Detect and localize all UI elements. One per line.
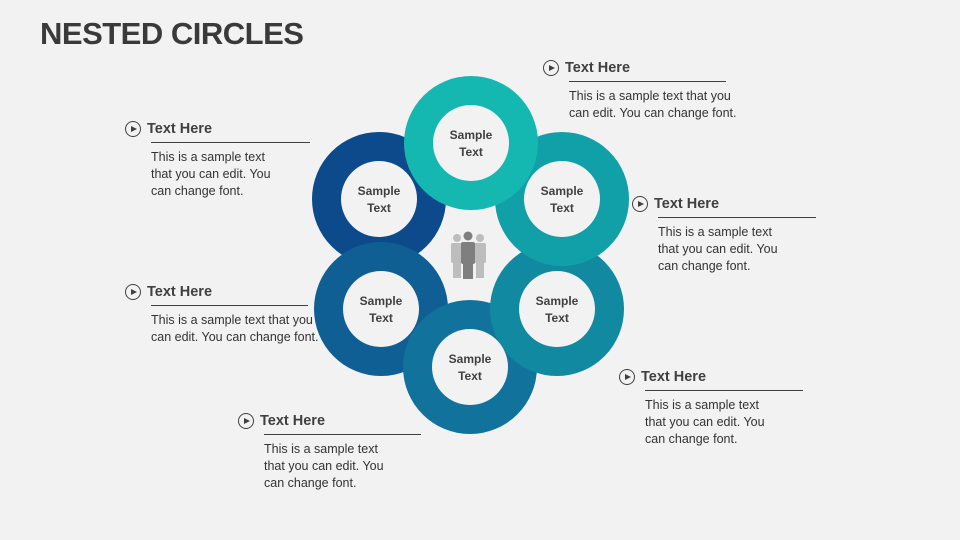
description-line: that you can edit. You — [151, 167, 271, 181]
play-circle-icon — [619, 369, 635, 385]
play-circle-icon — [238, 413, 254, 429]
inner-circle — [519, 271, 595, 347]
description-line: can change font. — [645, 432, 738, 446]
circle-text: Sample — [360, 294, 403, 308]
callout-heading: Text Here — [654, 196, 720, 212]
callout-heading-row: Text Here — [619, 367, 803, 387]
description-line: This is a sample text that you — [569, 89, 731, 103]
callout-heading: Text Here — [260, 413, 326, 429]
play-circle-icon — [125, 284, 141, 300]
callout-heading: Text Here — [565, 60, 631, 76]
slide-title: NESTED CIRCLES — [40, 16, 304, 51]
callout-description: This is a sample text that you can edit. … — [151, 312, 319, 346]
callout-heading-row: Text Here — [238, 411, 421, 431]
callout-description: This is a sample text that you can edit. … — [645, 397, 803, 448]
circle-text: Sample — [450, 128, 493, 142]
inner-circle — [433, 105, 509, 181]
callout-description: This is a sample text that you can edit. … — [569, 88, 737, 122]
divider — [151, 142, 310, 143]
description-line: This is a sample text — [264, 442, 378, 456]
description-line: that you can edit. You — [645, 415, 765, 429]
inner-circle — [343, 271, 419, 347]
description-line: can edit. You can change font. — [569, 106, 737, 120]
divider — [569, 81, 726, 82]
circle-text: Sample — [536, 294, 579, 308]
callout-heading: Text Here — [641, 369, 707, 385]
inner-circle — [341, 161, 417, 237]
description-line: that you can edit. You — [658, 242, 778, 256]
play-circle-icon — [543, 60, 559, 76]
callout-heading-row: Text Here — [543, 58, 726, 78]
circle-text: Text — [369, 311, 393, 325]
description-line: that you can edit. You — [264, 459, 384, 473]
people-group-icon — [451, 231, 486, 279]
circle-text: Text — [550, 201, 574, 215]
divider — [645, 390, 803, 391]
description-line: This is a sample text — [151, 150, 265, 164]
callout-description: This is a sample text that you can edit. … — [264, 441, 421, 492]
divider — [151, 305, 308, 306]
callout-heading: Text Here — [147, 121, 213, 137]
description-line: This is a sample text that you — [151, 313, 313, 327]
callout-heading-row: Text Here — [125, 282, 308, 302]
callout-heading: Text Here — [147, 284, 213, 300]
callout-heading-row: Text Here — [125, 119, 310, 139]
callout-heading-row: Text Here — [632, 194, 816, 214]
description-line: can change font. — [264, 476, 357, 490]
play-circle-icon — [125, 121, 141, 137]
inner-circle — [432, 329, 508, 405]
description-line: This is a sample text — [645, 398, 759, 412]
circle-text: Text — [545, 311, 569, 325]
description-line: This is a sample text — [658, 225, 772, 239]
description-line: can edit. You can change font. — [151, 330, 319, 344]
inner-circle — [524, 161, 600, 237]
circle-text: Sample — [358, 184, 401, 198]
description-line: can change font. — [658, 259, 751, 273]
divider — [264, 434, 421, 435]
circle-text: Sample — [541, 184, 584, 198]
divider — [658, 217, 816, 218]
circle-text: Text — [367, 201, 391, 215]
callout-description: This is a sample text that you can edit. … — [658, 224, 816, 275]
description-line: can change font. — [151, 184, 244, 198]
play-circle-icon — [632, 196, 648, 212]
circle-text: Sample — [449, 352, 492, 366]
circle-text: Text — [458, 369, 482, 383]
circle-text: Text — [459, 145, 483, 159]
callout-description: This is a sample text that you can edit. … — [151, 149, 310, 200]
